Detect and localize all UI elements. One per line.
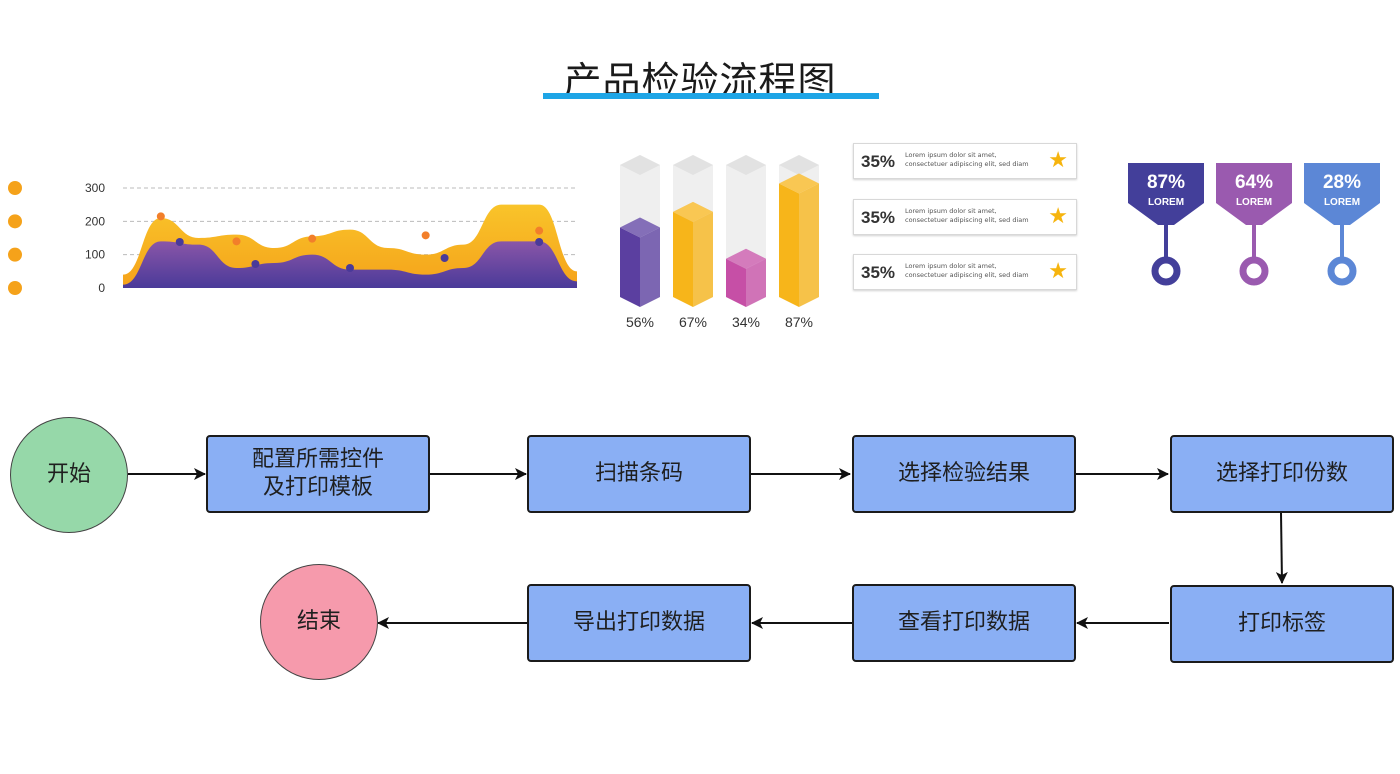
star-icon: ★ [1048, 204, 1068, 229]
marker-orange [535, 226, 544, 235]
stat-card-description: Lorem ipsum dolor sit amet, consectetuer… [905, 151, 1029, 168]
bar-value-label: 87% [785, 314, 813, 330]
area-series-purple [123, 241, 577, 288]
y-tick-label: 0 [98, 281, 105, 295]
bar-left-face [779, 183, 799, 307]
pin-percent: 28% [1323, 172, 1361, 193]
stat-card-description: Lorem ipsum dolor sit amet, consectetuer… [905, 207, 1029, 224]
bar-track-top [620, 155, 660, 175]
flow-step-label: 选择检验结果 [897, 461, 1030, 486]
legend-dot [8, 247, 22, 262]
y-tick-label: 200 [85, 214, 105, 228]
bar-track-top [726, 155, 766, 175]
pin-badge-shape [1304, 163, 1380, 225]
marker-orange [232, 237, 241, 246]
pin-percent: 64% [1235, 172, 1273, 193]
cylinder-bar-chart-svg: 56% 67% 34% 87% [620, 155, 819, 330]
pin-ring [1327, 256, 1357, 286]
flow-step-select-result: 选择检验结果 [852, 435, 1076, 513]
marker-orange [421, 231, 430, 240]
area-series-orange [123, 204, 577, 288]
bar-top-highlight [726, 248, 766, 269]
bar-top-highlight [779, 173, 819, 194]
bar-left-face [726, 258, 746, 307]
flow-step-print-label: 打印标签 [1170, 585, 1394, 663]
marker-purple [251, 260, 260, 268]
pin-percent: 87% [1147, 172, 1185, 193]
bar-left-face [673, 211, 693, 307]
pin-badges: 87% LOREM 64% LOREM 28% LOREM [1120, 155, 1390, 295]
stat-card-3: 35% Lorem ipsum dolor sit amet, consecte… [853, 254, 1077, 290]
stat-card-percent: 35% [861, 263, 896, 282]
pin-stem [1252, 223, 1256, 261]
star-icon: ★ [1048, 259, 1068, 284]
flow-start-node: 开始 [10, 417, 128, 533]
arrow-step4-to-step5 [1275, 512, 1288, 584]
pin-badges-svg: 87% LOREM 64% LOREM 28% LOREM [1128, 163, 1380, 286]
bar-top-face [779, 173, 819, 194]
stat-card-description: Lorem ipsum dolor sit amet, consectetuer… [905, 262, 1029, 279]
bar-top-face [726, 248, 766, 269]
marker-orange [156, 212, 165, 221]
flow-step-label: 配置所需控件 及打印模板 [251, 447, 384, 500]
bar-right-face [693, 211, 713, 307]
flow-end-label: 结束 [296, 609, 341, 634]
area-chart-svg: 300 200 100 0 [8, 181, 577, 295]
pin-badge-shape [1128, 163, 1204, 225]
bar-value-label: 67% [679, 314, 707, 330]
bar-top-highlight [673, 201, 713, 222]
bar-top-face [673, 201, 713, 222]
y-tick-label: 300 [85, 181, 105, 195]
bar-top-highlight [620, 217, 660, 238]
pin-stem [1340, 223, 1344, 261]
flow-step-view-data: 查看打印数据 [852, 584, 1076, 662]
flow-step-select-copies: 选择打印份数 [1170, 435, 1394, 513]
legend-dot [8, 214, 22, 229]
title-underline [543, 93, 879, 99]
legend-dot [8, 181, 22, 195]
bar-left-face [620, 227, 640, 307]
flow-step-label: 打印标签 [1237, 611, 1326, 636]
pin-badge-shape [1216, 163, 1292, 225]
stat-card-percent: 35% [861, 208, 896, 227]
flow-step-label: 扫描条码 [594, 461, 683, 486]
flow-step-scan-barcode: 扫描条码 [527, 435, 751, 513]
star-icon: ★ [1048, 148, 1068, 173]
flow-step-configure: 配置所需控件 及打印模板 [206, 435, 430, 513]
flow-step-label: 查看打印数据 [897, 610, 1030, 635]
pin-ring [1151, 256, 1181, 286]
y-tick-label: 100 [85, 248, 105, 262]
flow-step-export-data: 导出打印数据 [527, 584, 751, 662]
stat-card-1: 35% Lorem ipsum dolor sit amet, consecte… [853, 143, 1077, 179]
bar-track-top [779, 155, 819, 175]
marker-orange [308, 234, 317, 243]
legend-dot [8, 281, 22, 295]
marker-purple [175, 238, 184, 246]
flow-step-label: 导出打印数据 [572, 610, 705, 635]
bar-value-label: 56% [626, 314, 654, 330]
pin-stem [1164, 223, 1168, 261]
marker-purple [346, 264, 354, 272]
pin-ring [1239, 256, 1269, 286]
cylinder-bar-chart: 56% 67% 34% 87% [610, 132, 830, 332]
stat-card-percent: 35% [861, 152, 896, 171]
flow-connectors [128, 468, 1288, 629]
bar-right-face [746, 258, 766, 307]
bar-track-top [673, 155, 713, 175]
stat-card-2: 35% Lorem ipsum dolor sit amet, consecte… [853, 199, 1077, 235]
bar-top-face [620, 217, 660, 238]
flow-start-label: 开始 [46, 462, 91, 487]
area-chart: 300 200 100 0 [0, 170, 590, 305]
bar-value-label: 34% [732, 314, 760, 330]
pin-label: LOREM [1148, 197, 1184, 208]
marker-purple [535, 238, 544, 246]
flow-end-node: 结束 [260, 564, 378, 680]
pin-label: LOREM [1236, 197, 1272, 208]
bar-right-face [640, 227, 660, 307]
flow-step-label: 选择打印份数 [1215, 461, 1348, 486]
pin-label: LOREM [1324, 197, 1360, 208]
marker-purple [440, 254, 449, 262]
bar-right-face [799, 183, 819, 307]
